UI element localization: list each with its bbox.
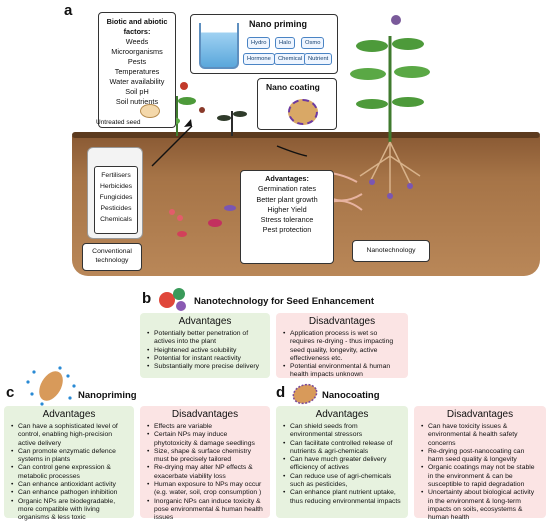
priming-chip: Hormone (243, 53, 275, 65)
panel-c-advantages-card: Advantages Can have a sophisticated leve… (4, 406, 134, 521)
panel-d-letter: d (276, 384, 286, 401)
factor-item: Soil nutrients (115, 97, 159, 106)
conventional-technology-label: Conventional technology (82, 243, 142, 271)
factors-heading: Biotic and abiotic factors: (106, 17, 168, 36)
list-item: Can have a sophisticated level of contro… (11, 423, 128, 448)
jug-item: Pesticides (100, 205, 132, 212)
soil-surface (72, 132, 540, 138)
nano-priming-title: Nano priming (249, 19, 307, 29)
nanocoating-seed-icon (292, 383, 318, 405)
nanotech-advantages-box: Advantages: Germination rates Better pla… (240, 170, 334, 264)
factor-item: Temperatures (114, 67, 160, 76)
panel-c-disadvantages-card: Disadvantages Effects are variable Certa… (140, 406, 270, 521)
list-item: Certain NPs may induce phytotoxicity & d… (147, 431, 264, 448)
factor-item: Microorganisms (111, 47, 163, 56)
list-item: Can shield seeds from environmental stre… (283, 423, 402, 440)
list-item: Application process is wet so requires r… (283, 330, 402, 363)
list-item: Can control gene expression & metabolic … (11, 464, 128, 481)
advantage-item: Higher Yield (267, 204, 307, 214)
coated-seed-icon (288, 99, 318, 125)
card-heading: Advantages (42, 409, 96, 420)
list-item: Can promote enzymatic defence systems in… (11, 448, 128, 465)
advantage-item: Pest protection (262, 225, 312, 235)
advantage-item: Better plant growth (256, 194, 318, 204)
list-item: Uncertainty about biological activity in… (421, 489, 540, 522)
list-item: Re-drying may alter NP effects & exacerb… (147, 464, 264, 481)
list-item: Size, shape & surface chemistry must be … (147, 448, 264, 465)
microbe-icon (208, 219, 222, 227)
list-item: Human exposure to NPs may occur (e.g. wa… (147, 481, 264, 498)
card-heading: Advantages (315, 409, 369, 420)
factor-item: Soil pH (125, 87, 149, 96)
factor-item: Water availability (109, 77, 165, 86)
panel-b-disadvantages-card: Disadvantages Application process is wet… (276, 313, 408, 378)
panel-c-title: Nanopriming (78, 390, 137, 401)
priming-chip: Chemical (274, 53, 307, 65)
list-item: Inorganic NPs can induce toxicity & pose… (147, 498, 264, 523)
priming-chip: Nutrient (304, 53, 333, 65)
list-item: Potential for instant reactivity (147, 355, 264, 364)
panel-d-advantages-card: Advantages Can shield seeds from environ… (276, 406, 408, 518)
untreated-seed-icon (140, 104, 160, 118)
factor-item: Weeds (125, 37, 149, 46)
panel-a-letter: a (64, 2, 73, 19)
panel-c-letter: c (6, 384, 15, 401)
list-item: Can reduce use of agri-chemicals such as… (283, 473, 402, 490)
panel-d-disadvantages-card: Disadvantages Can have toxicity issues &… (414, 406, 546, 521)
panel-b-letter: b (142, 290, 152, 307)
nano-coating-box: Nano coating (257, 78, 337, 130)
advantage-item: Stress tolerance (260, 215, 314, 225)
advantage-item: Germination rates (258, 184, 316, 194)
list-item: Organic NPs are biodegradable, more comp… (11, 498, 128, 523)
priming-chip: Osmo (301, 37, 325, 49)
list-item: Can enhance pathogen inhibition (11, 489, 128, 498)
jug-item: Herbicides (99, 183, 133, 190)
nanoparticle-cluster-icon (159, 288, 186, 311)
card-heading: Disadvantages (446, 409, 514, 420)
jug-label: Fertilisers Herbicides Fungicides Pestic… (94, 166, 138, 234)
jug-item: Fungicides (99, 194, 133, 201)
panel-d-title: Nanocoating (322, 390, 380, 401)
list-item: Substantially more precise delivery (147, 363, 264, 372)
nanotechnology-label: Nanotechnology (352, 240, 430, 262)
list-item: Potential environmental & human health i… (283, 363, 402, 380)
card-heading: Advantages (178, 316, 232, 327)
list-item: Re-drying post-nanocoating can harm seed… (421, 448, 540, 465)
bug-icon (180, 82, 188, 90)
advantages-heading: Advantages: (265, 174, 309, 183)
untreated-seed-label: Untreated seed (96, 119, 141, 126)
jug-item: Fertilisers (101, 172, 131, 179)
list-item: Can enhance plant nutrient uptake, thus … (283, 489, 402, 506)
beaker-icon (199, 23, 239, 69)
factor-item: Pests (127, 57, 147, 66)
jug-item: Chemicals (100, 216, 132, 223)
chemical-jug-icon: Fertilisers Herbicides Fungicides Pestic… (87, 147, 143, 239)
list-item: Can have much greater delivery efficienc… (283, 456, 402, 473)
biotic-abiotic-factors-box: Biotic and abiotic factors: Weeds Microo… (98, 12, 176, 128)
list-item: Heightened active solubility (147, 347, 264, 356)
panel-b-advantages-card: Advantages Potentially better penetratio… (140, 313, 270, 378)
priming-chip: Hydro (247, 37, 271, 49)
nanopriming-seed-icon (26, 366, 76, 406)
list-item: Effects are variable (147, 423, 264, 432)
priming-chip: Halo (275, 37, 295, 49)
nano-priming-box: Nano priming Hydro Halo Osmo Hormone Che… (190, 14, 338, 74)
list-item: Potentially better penetration of active… (147, 330, 264, 347)
card-heading: Disadvantages (171, 409, 239, 420)
list-item: Can facilitate controlled release of nut… (283, 440, 402, 457)
list-item: Can have toxicity issues & environmental… (421, 423, 540, 448)
panel-b-title: Nanotechnology for Seed Enhancement (194, 296, 374, 307)
list-item: Organic coatings may not be stable in th… (421, 464, 540, 489)
list-item: Can enhance antioxidant activity (11, 481, 128, 490)
card-heading: Disadvantages (308, 316, 376, 327)
nano-coating-title: Nano coating (266, 82, 320, 92)
